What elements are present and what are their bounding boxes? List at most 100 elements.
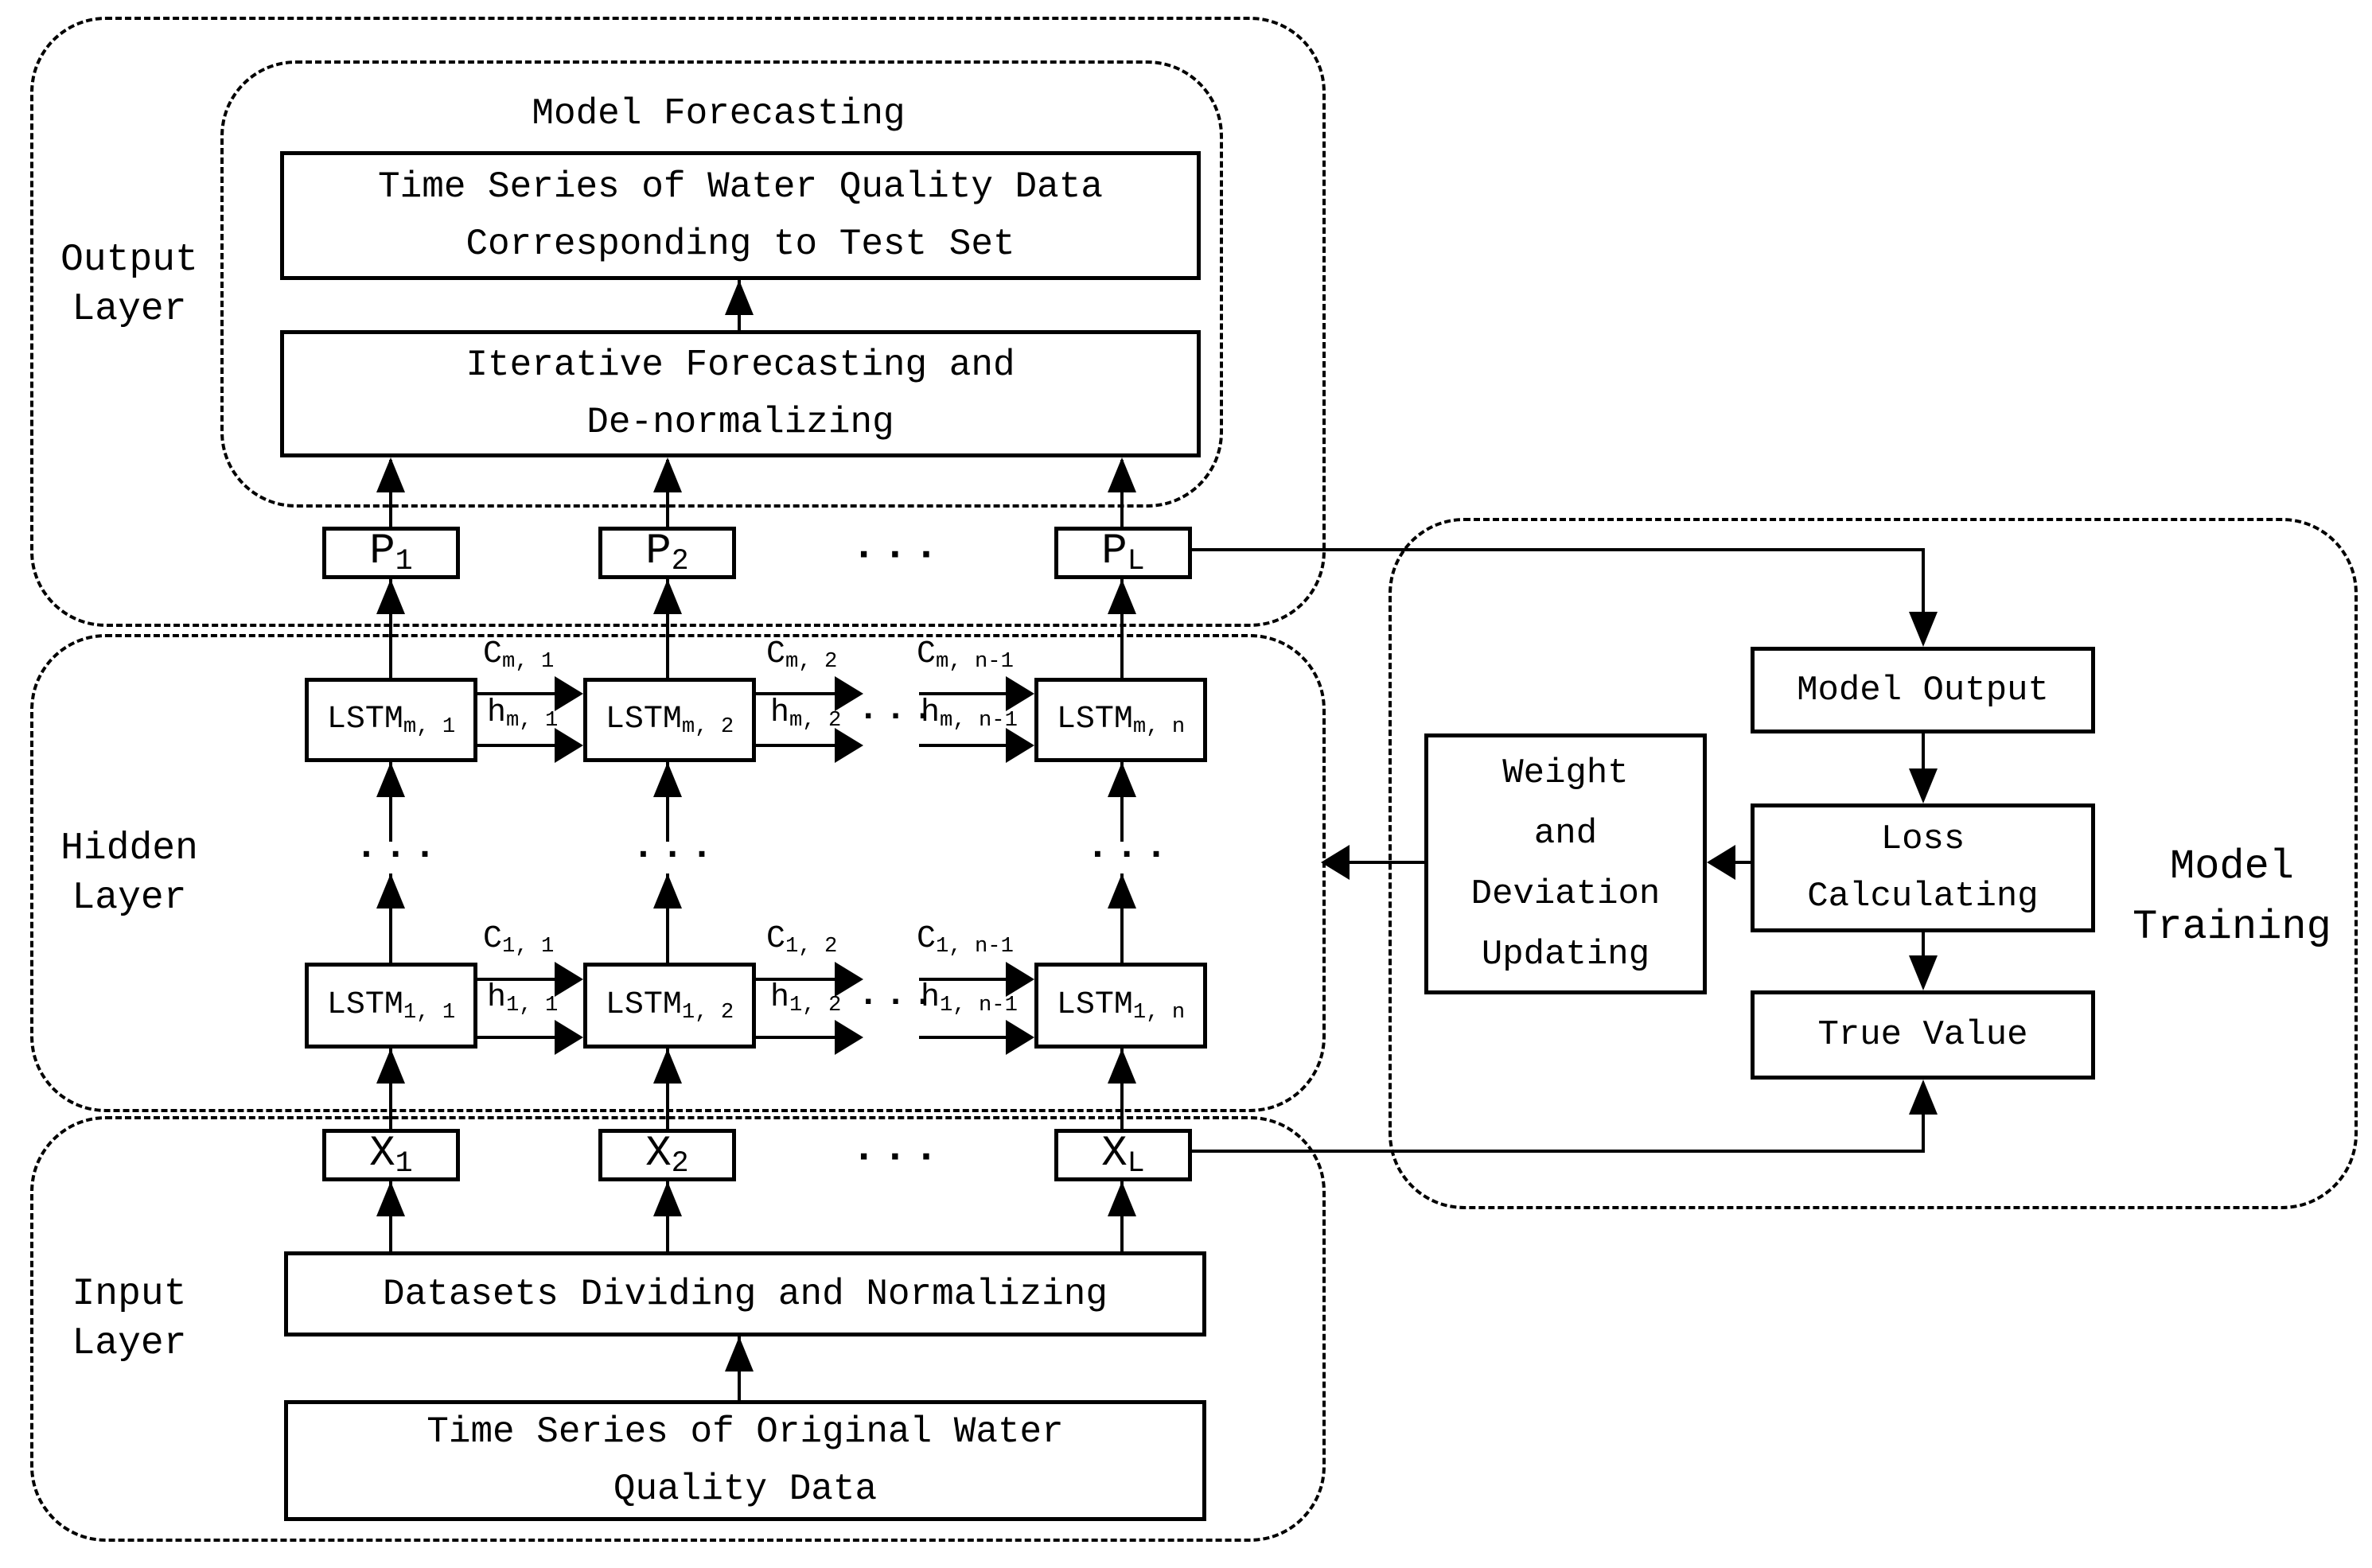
arrowhead-into-true-value	[1909, 955, 1938, 990]
arrowhead-c11	[555, 962, 583, 997]
row-m-ellipsis: ···	[858, 697, 941, 737]
edge-lstm-m2-dots	[666, 762, 669, 842]
arrowhead-into-datasets	[725, 1336, 754, 1372]
arrowhead-into-iterative-2	[653, 457, 682, 492]
c-mn1-label: Cm, n-1	[917, 636, 1014, 674]
c-11-label: C1, 1	[483, 921, 555, 959]
h-m1-label: hm, 1	[487, 695, 559, 733]
arrowhead-c12	[835, 962, 863, 997]
arrowhead-into-p1	[376, 579, 405, 614]
edge-lstm-m1-dots	[389, 762, 392, 842]
arrowhead-mid-col2	[653, 873, 682, 909]
edge-p1-lstm-m1	[389, 579, 392, 678]
edge-output-to-loss	[1922, 732, 1925, 772]
vertical-ellipsis-col1: ···	[355, 834, 443, 877]
arrowhead-into-p2	[653, 579, 682, 614]
arrowhead-into-weight	[1707, 845, 1735, 880]
edge-up-to-true-value	[1922, 1111, 1925, 1151]
edge-down-to-model-output	[1922, 548, 1925, 616]
c-m2-label: Cm, 2	[766, 636, 838, 674]
arrowhead-c1n1	[1006, 962, 1034, 997]
edge-iterative-p2	[666, 460, 669, 527]
arrowhead-h1n1	[1006, 1020, 1034, 1055]
edge-datasets-x1	[389, 1181, 392, 1251]
arrowhead-into-x1	[376, 1181, 405, 1216]
p2-node: P2	[598, 527, 736, 579]
arrowhead-into-tstest	[725, 280, 754, 315]
edge-hm2	[756, 744, 835, 747]
arrowhead-into-lstm-12	[653, 1049, 682, 1084]
true-value-box: True Value	[1751, 990, 2095, 1080]
arrowhead-mid-col1	[376, 873, 405, 909]
xL-node: XL	[1054, 1129, 1192, 1181]
edge-loss-to-weight	[1735, 861, 1752, 864]
edge-p2-lstm-m2	[666, 579, 669, 678]
h-11-label: h1, 1	[487, 980, 559, 1017]
edge-loss-to-true	[1922, 931, 1925, 959]
lstm-11-cell: LSTM1, 1	[305, 963, 477, 1049]
arrowhead-h12	[835, 1020, 863, 1055]
arrowhead-cm1	[555, 676, 583, 711]
edge-lstm-11-dots	[389, 873, 392, 963]
h-12-label: h1, 2	[770, 980, 842, 1017]
arrowhead-into-hidden-layer	[1321, 845, 1350, 880]
h-mn1-label: hm, n-1	[921, 695, 1018, 733]
edge-xL-to-training	[1192, 1150, 1925, 1153]
c-m1-label: Cm, 1	[483, 636, 555, 674]
vertical-ellipsis-colN: ···	[1086, 834, 1174, 877]
p1-node: P1	[322, 527, 460, 579]
arrowhead-mid-colN	[1108, 873, 1136, 909]
arrowhead-into-pL	[1108, 579, 1136, 614]
edge-pL-lstm-mn	[1120, 579, 1124, 678]
edge-cm1	[477, 692, 555, 695]
edge-iterative-pL	[1120, 460, 1124, 527]
edge-x1-lstm-11	[389, 1049, 392, 1129]
arrowhead-h11	[555, 1020, 583, 1055]
h-m2-label: hm, 2	[770, 695, 842, 733]
pL-node: PL	[1054, 527, 1192, 579]
edge-cmn1	[919, 692, 1006, 695]
lstm-1n-cell: LSTM1, n	[1034, 963, 1207, 1049]
lstm-mn-cell: LSTMm, n	[1034, 678, 1207, 762]
edge-h12	[756, 1036, 835, 1039]
arrowhead-into-lstm-1n	[1108, 1049, 1136, 1084]
x-row-ellipsis: ···	[851, 1134, 945, 1181]
edge-cm2	[756, 692, 835, 695]
h-1n1-label: h1, n-1	[921, 980, 1018, 1017]
arrowhead-into-xL	[1108, 1181, 1136, 1216]
lstm-m1-cell: LSTMm, 1	[305, 678, 477, 762]
arrowhead-into-model-output	[1909, 612, 1938, 647]
arrowhead-into-lstm-m1	[376, 762, 405, 797]
edge-c12	[756, 978, 835, 981]
arrowhead-hmn1	[1006, 728, 1034, 763]
arrowhead-into-lstm-mn	[1108, 762, 1136, 797]
arrowhead-up-into-true-value	[1909, 1080, 1938, 1115]
arrowhead-into-lstm-11	[376, 1049, 405, 1084]
arrowhead-into-iterative-1	[376, 457, 405, 492]
edge-iterative-p1	[389, 460, 392, 527]
p-row-ellipsis: ···	[851, 531, 945, 578]
edge-xL-lstm-1n	[1120, 1049, 1124, 1129]
arrowhead-into-loss	[1909, 768, 1938, 803]
x1-node: X1	[322, 1129, 460, 1181]
row-1-ellipsis: ···	[858, 982, 941, 1022]
edge-x2-lstm-12	[666, 1049, 669, 1129]
edge-weight-to-hidden	[1350, 861, 1426, 864]
edge-h11	[477, 1036, 555, 1039]
edge-h1n1	[919, 1036, 1006, 1039]
datasets-dividing-box: Datasets Dividing and Normalizing	[284, 1251, 1206, 1336]
arrowhead-cmn1	[1006, 676, 1034, 711]
model-forecasting-frame	[220, 60, 1223, 508]
edge-pL-to-training	[1192, 548, 1925, 551]
c-12-label: C1, 2	[766, 921, 838, 959]
input-layer-frame	[30, 1116, 1326, 1542]
lstm-12-cell: LSTM1, 2	[583, 963, 756, 1049]
arrowhead-into-iterative-L	[1108, 457, 1136, 492]
